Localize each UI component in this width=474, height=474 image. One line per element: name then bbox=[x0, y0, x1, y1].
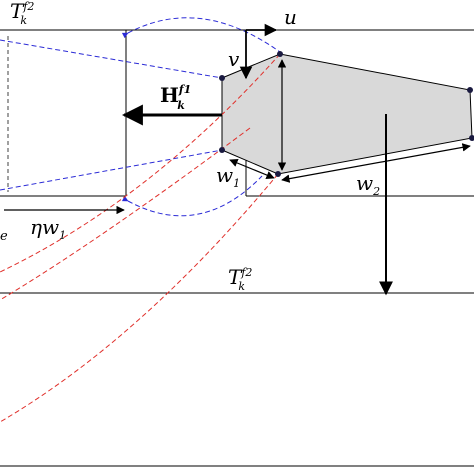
label-w1: w1 bbox=[216, 163, 240, 190]
label-w2: w2 bbox=[356, 171, 380, 198]
arrows bbox=[4, 23, 471, 296]
w1-dimension-arrow bbox=[229, 158, 275, 180]
tensor-arc-upper bbox=[121, 17, 281, 53]
mapping-curve-2 bbox=[0, 173, 279, 423]
element-nodes bbox=[219, 51, 474, 177]
node-right-top bbox=[467, 87, 473, 93]
layer-boundaries bbox=[0, 29, 474, 467]
node-top bbox=[277, 51, 283, 57]
mapping-curve-3 bbox=[0, 127, 251, 301]
mapping-curves bbox=[0, 53, 281, 423]
tensor-lines bbox=[0, 17, 281, 217]
label-v: v bbox=[228, 47, 240, 71]
label-e-fragment: e bbox=[0, 229, 8, 244]
label-eta-w1: ηw1 bbox=[30, 215, 66, 242]
label-u: u bbox=[284, 5, 297, 29]
tensor-line-upper bbox=[0, 39, 223, 79]
node-bottom bbox=[275, 171, 281, 177]
shaded-element bbox=[221, 53, 473, 175]
w2-dimension-arrow bbox=[281, 143, 471, 183]
node-right-bottom bbox=[469, 135, 474, 141]
tensor-arc-lower bbox=[121, 175, 263, 217]
mapping-curve-1 bbox=[0, 53, 281, 273]
node-top-left bbox=[219, 75, 225, 81]
tensor-line-lower bbox=[0, 149, 223, 191]
node-bottom-left bbox=[219, 147, 225, 153]
